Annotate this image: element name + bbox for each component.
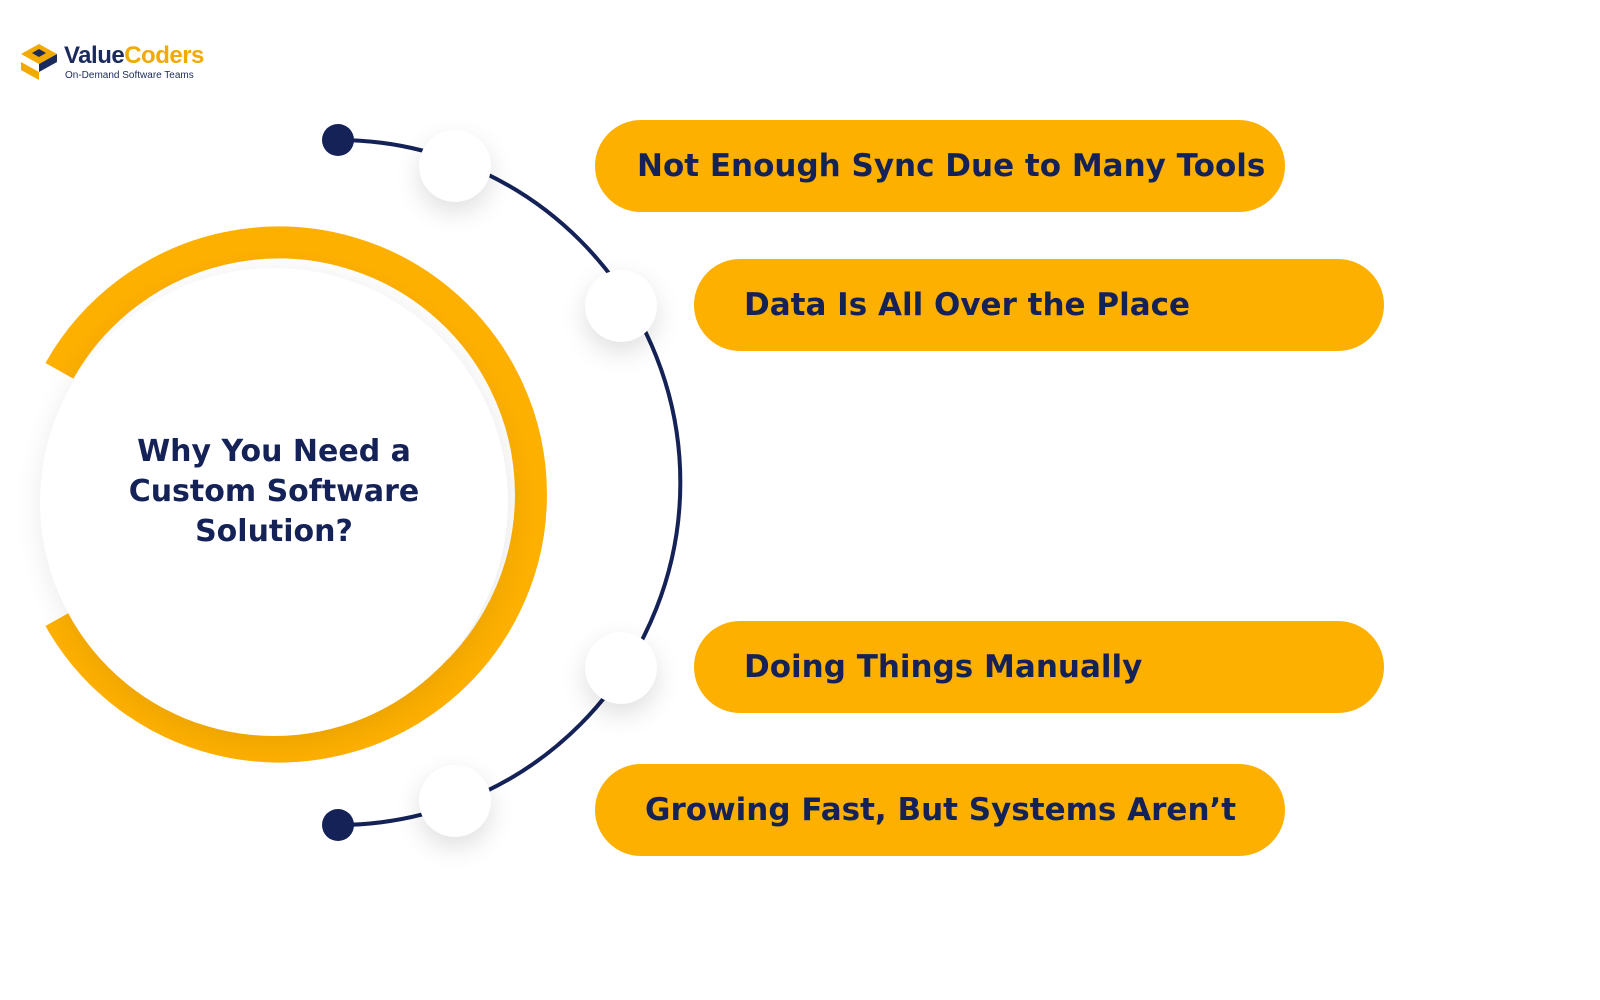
valuecoders-logo[interactable]: ValueCoders On-Demand Software Teams <box>18 40 228 85</box>
center-circle: Why You Need a Custom Software Solution? <box>40 268 508 736</box>
brand-name-part1: Value <box>64 42 125 69</box>
node-3 <box>585 632 657 704</box>
connector-arc <box>337 138 683 827</box>
accent-ring <box>45 226 547 763</box>
arc-end-dot <box>322 809 354 841</box>
brand-name-part2: Coders <box>124 42 204 69</box>
node-4 <box>419 765 491 837</box>
logo-mark-icon <box>21 44 57 80</box>
item-pill-1: Not Enough Sync Due to Many Tools <box>595 120 1285 212</box>
node-1 <box>419 130 491 202</box>
item-label-3: Doing Things Manually <box>744 649 1143 685</box>
item-pill-3: Doing Things Manually <box>694 621 1384 713</box>
arc-start-dot <box>322 124 354 156</box>
brand-name: ValueCoders <box>64 44 204 68</box>
item-pill-2: Data Is All Over the Place <box>694 259 1384 351</box>
item-pill-4: Growing Fast, But Systems Aren’t <box>595 764 1285 856</box>
item-label-4: Growing Fast, But Systems Aren’t <box>645 792 1237 828</box>
node-2 <box>585 270 657 342</box>
item-label-1: Not Enough Sync Due to Many Tools <box>637 148 1266 184</box>
item-label-2: Data Is All Over the Place <box>744 287 1191 323</box>
brand-tagline: On-Demand Software Teams <box>65 70 194 81</box>
center-title: Why You Need a Custom Software Solution? <box>128 434 420 549</box>
